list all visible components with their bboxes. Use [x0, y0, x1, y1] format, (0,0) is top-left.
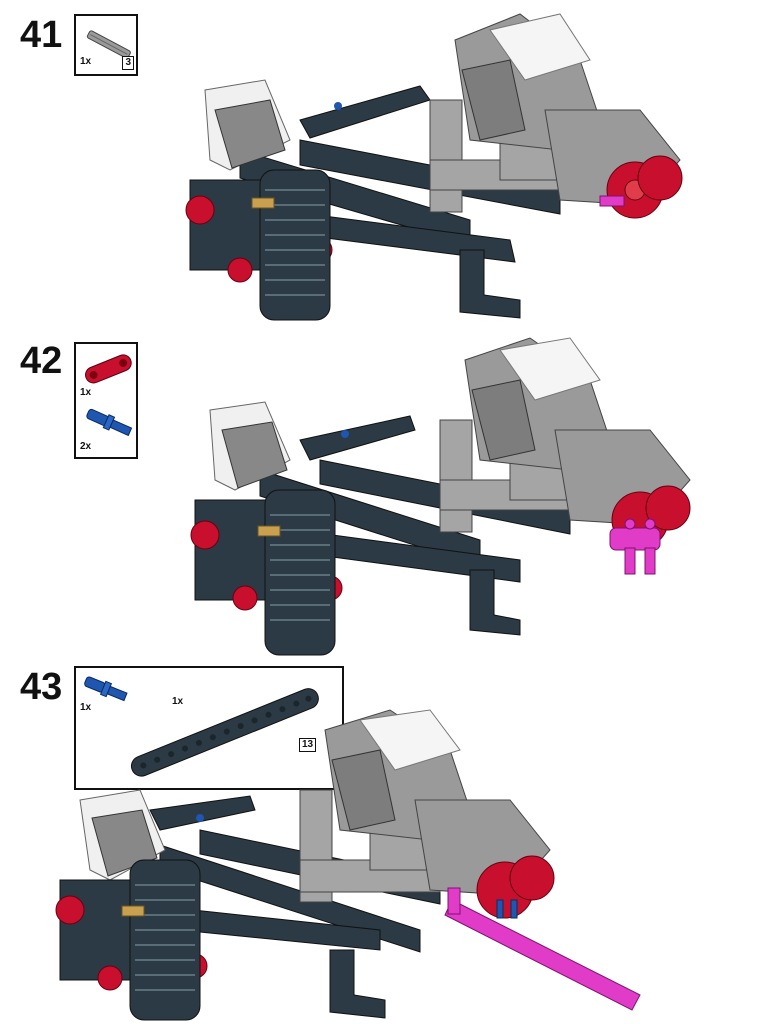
model-assembly-43 — [55, 709, 641, 1021]
parts-callout: 1x 1x 13 — [74, 666, 344, 790]
part-length-badge: 13 — [299, 738, 317, 752]
part-quantity: 2x — [80, 441, 92, 452]
black-beam-part — [130, 688, 319, 777]
part-quantity: 1x — [80, 702, 92, 713]
part-quantity: 1x — [172, 696, 184, 707]
blue-axle-pin-part — [84, 676, 128, 702]
gray-axle-part — [86, 30, 131, 59]
step-number: 43 — [20, 666, 63, 708]
step-43: 43 1x 1x 13 — [0, 660, 768, 1024]
step-number: 42 — [20, 340, 63, 382]
red-cross-block-part — [85, 354, 132, 384]
blue-axle-pin-part — [86, 408, 133, 437]
part-length-badge: 3 — [122, 56, 134, 70]
model-assembly-41 — [185, 13, 683, 321]
step-41: 41 1x 3 — [0, 0, 768, 330]
step-42: 42 1x 2x — [0, 330, 768, 660]
part-quantity: 1x — [80, 387, 92, 398]
parts-callout: 1x 2x — [74, 342, 138, 459]
part-quantity: 1x — [80, 56, 92, 67]
step-number: 41 — [20, 14, 63, 56]
model-assembly-42 — [190, 337, 691, 656]
parts-callout: 1x 3 — [74, 14, 138, 76]
